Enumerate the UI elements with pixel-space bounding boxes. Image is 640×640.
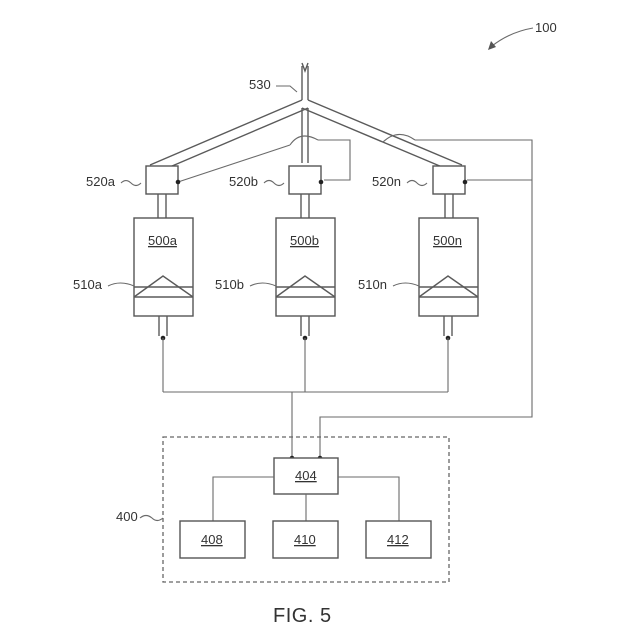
valve-cylinder-pipes [158, 194, 453, 218]
sensor-bus [163, 338, 448, 458]
processor-label: 404 [295, 468, 317, 483]
valve-label: 520b [229, 174, 258, 189]
cylinder-500b: 500b 510b [215, 218, 335, 340]
controller-label: 400 [116, 509, 138, 524]
valve-520n: 520n [372, 166, 467, 194]
valve-520b: 520b [229, 166, 323, 194]
manifold-label: 530 [249, 77, 271, 92]
system-ref-label: 100 [535, 20, 557, 35]
module-label: 410 [294, 532, 316, 547]
valve-520a: 520a [86, 166, 180, 194]
cylinder-label: 500a [148, 233, 178, 248]
cylinder-label: 500b [290, 233, 319, 248]
sensor-label: 510n [358, 277, 387, 292]
cylinder-500n: 500n 510n [358, 218, 478, 340]
module-label: 408 [201, 532, 223, 547]
sensor-label: 510a [73, 277, 103, 292]
controller: 400 404 408 410 412 [116, 437, 449, 582]
valve-label: 520a [86, 174, 116, 189]
valve-label: 520n [372, 174, 401, 189]
module-label: 412 [387, 532, 409, 547]
figure-caption: FIG. 5 [273, 605, 332, 627]
manifold: 530 [150, 63, 462, 172]
system-reference: 100 [488, 20, 557, 50]
cylinder-label: 500n [433, 233, 462, 248]
cylinder-500a: 500a 510a [73, 218, 193, 340]
sensor-label: 510b [215, 277, 244, 292]
